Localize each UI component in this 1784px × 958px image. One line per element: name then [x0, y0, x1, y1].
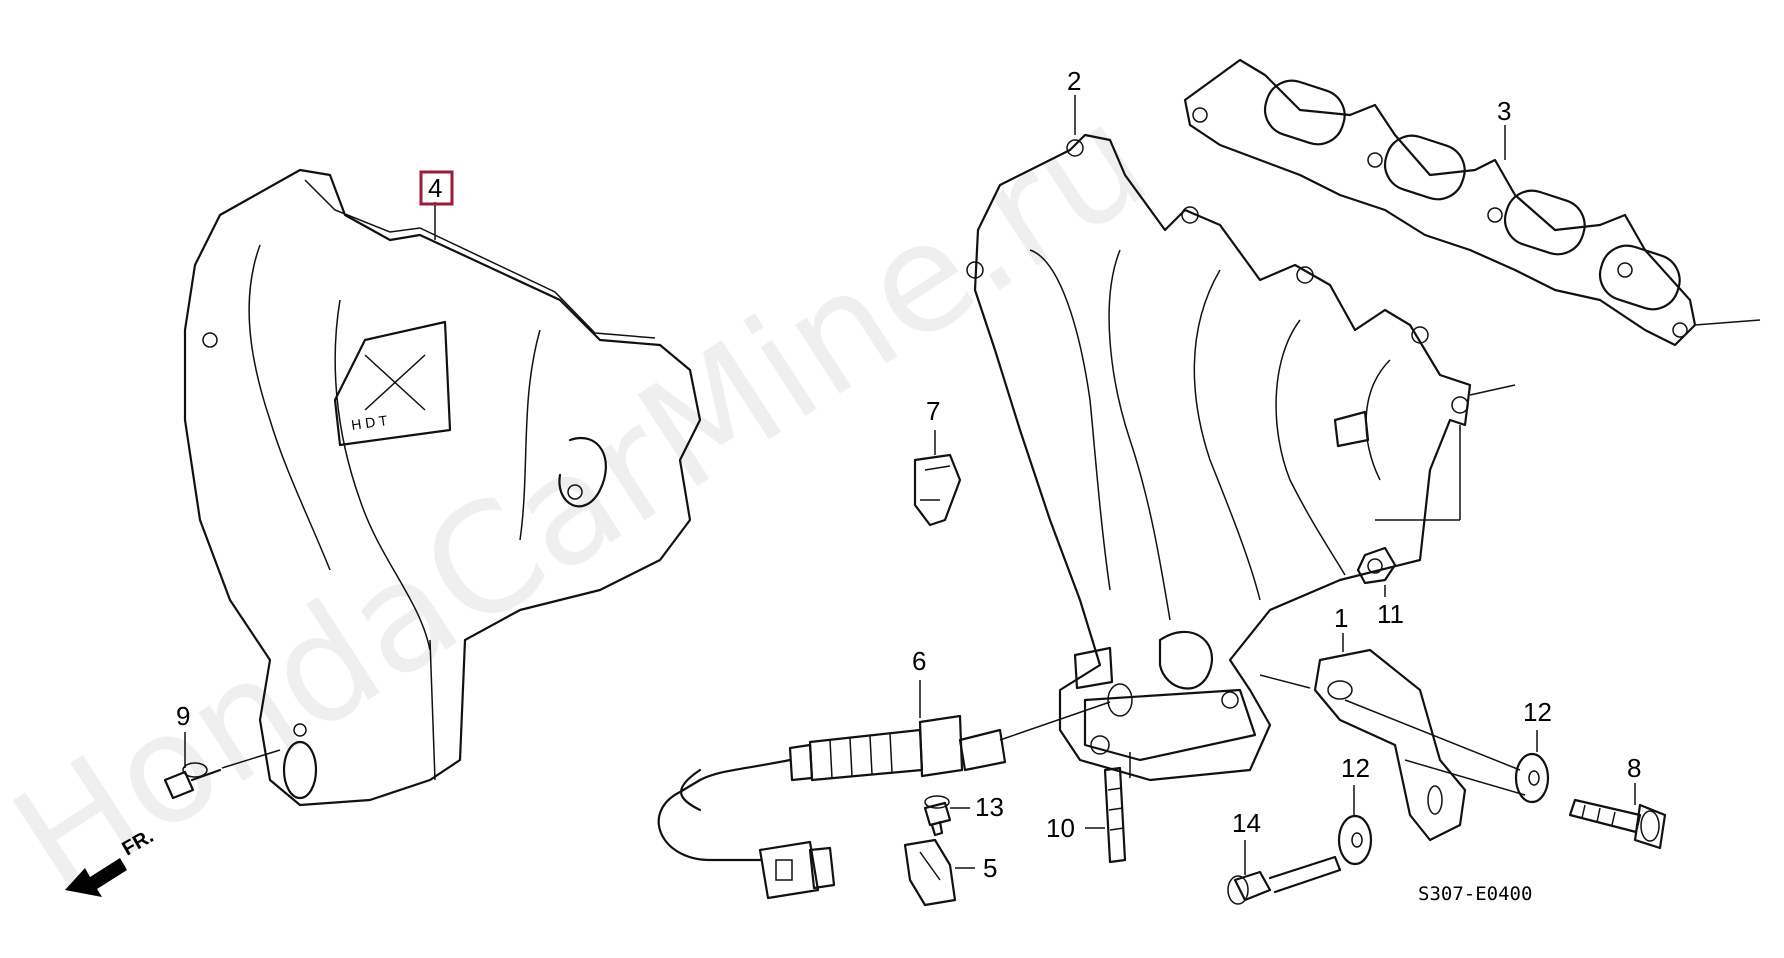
flange-bolt-part-13[interactable] — [923, 795, 952, 837]
stud-bolt-part-10[interactable] — [1103, 766, 1127, 864]
callout-8[interactable]: 8 — [1627, 753, 1641, 783]
callout-13[interactable]: 13 — [975, 792, 1004, 822]
washer-part-12-upper[interactable] — [1514, 752, 1550, 804]
oxygen-sensor-part[interactable] — [657, 714, 1007, 900]
manifold-bracket-part[interactable] — [1313, 648, 1467, 842]
manifold-gasket-part[interactable] — [1183, 58, 1697, 347]
callout-5[interactable]: 5 — [983, 853, 997, 883]
svg-text:H D T: H D T — [350, 412, 389, 433]
bolt-part-8[interactable] — [1568, 798, 1667, 850]
callout-4[interactable]: 4 — [428, 173, 442, 203]
heat-shield-part[interactable]: H D T — [183, 168, 702, 807]
callout-12-lower[interactable]: 12 — [1341, 753, 1370, 783]
bolt-part-14[interactable] — [1227, 855, 1342, 905]
callout-labels: 1 2 3 4 5 6 7 8 9 10 11 12 12 13 14 — [176, 66, 1641, 883]
callout-4-highlight-box — [419, 170, 454, 206]
callout-11[interactable]: 11 — [1377, 599, 1404, 629]
flange-nut-part-11[interactable] — [1356, 546, 1397, 585]
leader-lines — [184, 95, 1761, 875]
diagram-code: S307-E0400 — [1418, 883, 1532, 905]
callout-3[interactable]: 3 — [1497, 96, 1511, 126]
harness-clip-part[interactable] — [903, 838, 957, 907]
flange-bolt-part-9[interactable] — [163, 762, 222, 800]
callout-6[interactable]: 6 — [912, 646, 926, 676]
callout-9[interactable]: 9 — [176, 701, 190, 731]
callout-14[interactable]: 14 — [1232, 808, 1261, 838]
exhaust-manifold-part[interactable] — [966, 133, 1472, 782]
callout-2[interactable]: 2 — [1067, 66, 1081, 96]
sensor-clip-part[interactable] — [913, 453, 962, 527]
callout-7[interactable]: 7 — [926, 396, 940, 426]
callout-10[interactable]: 10 — [1046, 813, 1075, 843]
front-arrow-icon — [65, 858, 127, 897]
callout-12-upper[interactable]: 12 — [1523, 697, 1552, 727]
washer-part-12-lower[interactable] — [1337, 814, 1373, 866]
callout-1[interactable]: 1 — [1334, 603, 1348, 633]
